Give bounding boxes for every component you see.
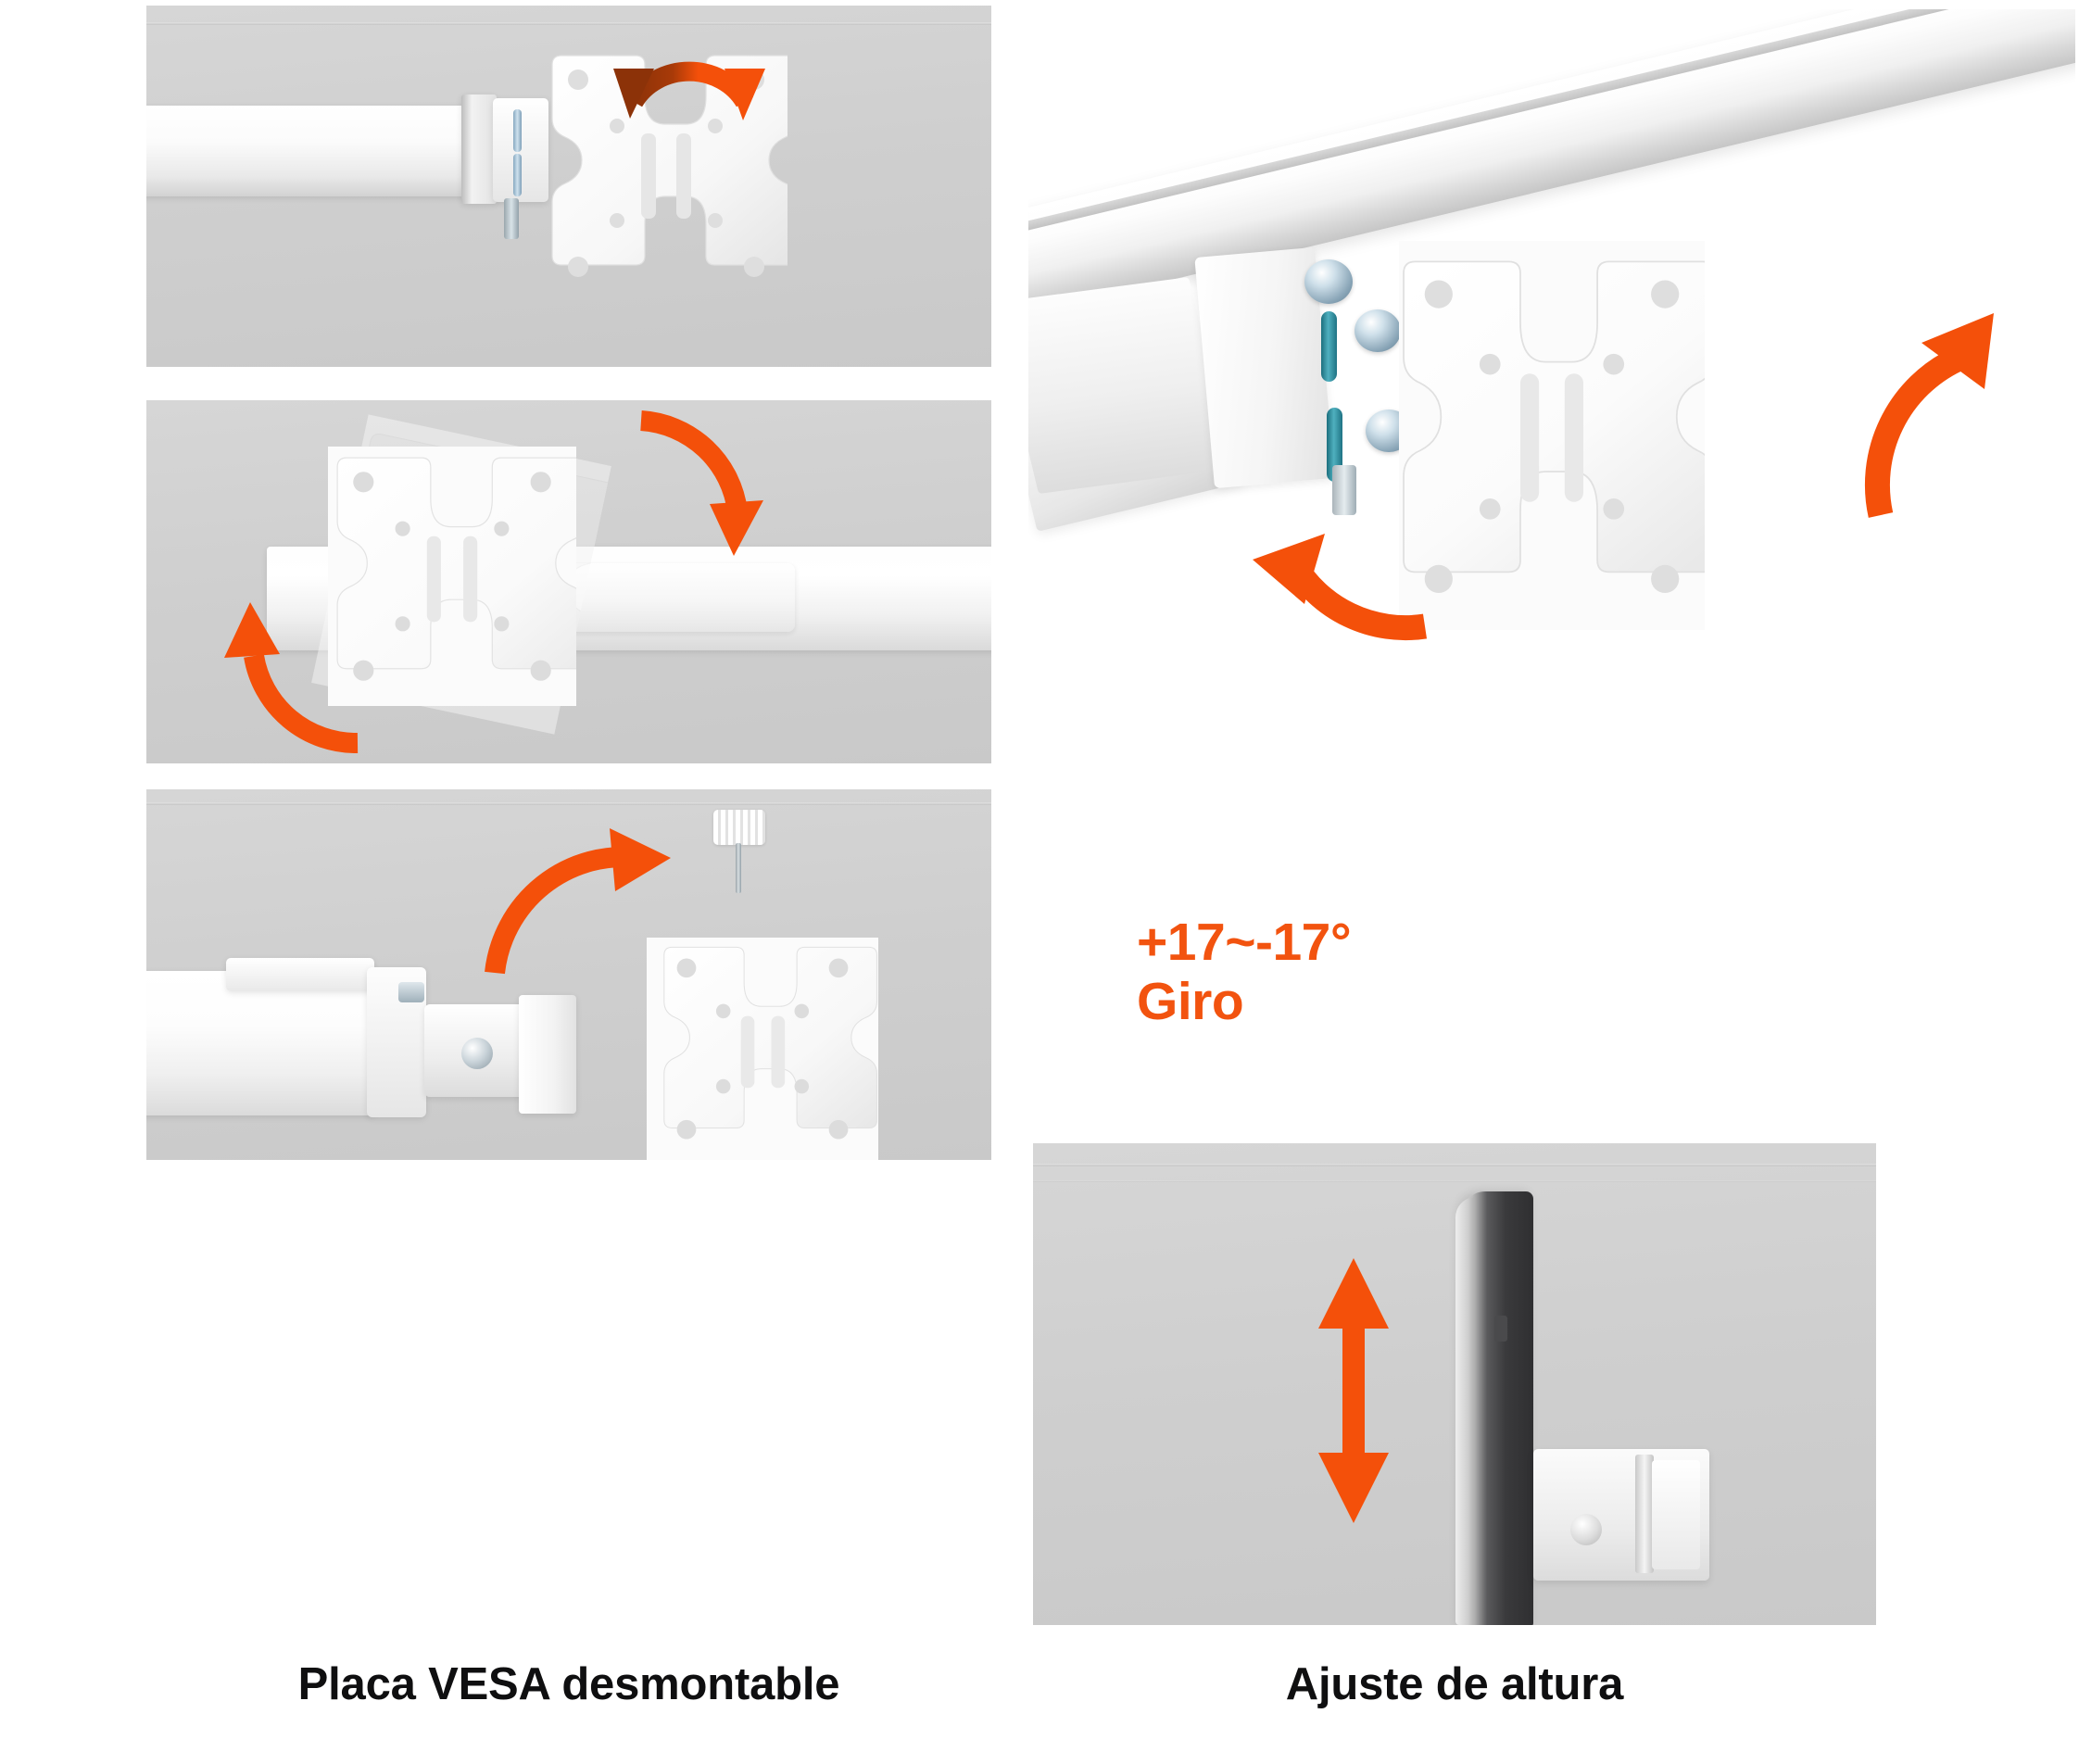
tilt-double-arrow-icon (613, 61, 765, 120)
vesa-plate-hero (1399, 241, 1705, 630)
rotate-clockwise-arrow-icon (640, 410, 763, 556)
swivel-spec-text: +17~-17°Giro (1137, 913, 1352, 1032)
pivot-bolt (461, 1038, 493, 1069)
tilt-joint-block (461, 94, 497, 204)
height-adjust-panel (1033, 1143, 1876, 1625)
alignment-pin-lower (1327, 408, 1342, 482)
vesa-plate-shape (663, 946, 877, 1140)
wall-trim-line (146, 22, 991, 25)
vesa-plate (328, 447, 576, 706)
alignment-pin-upper (1321, 311, 1337, 382)
hinge-screw-top (398, 982, 424, 1002)
vesa-plate-tilt-panel (146, 6, 991, 367)
mount-clamp-plate (1652, 1460, 1700, 1569)
monitor-port-slot (1494, 1316, 1507, 1342)
arm-bar-top-plate (226, 958, 374, 991)
rotate-counterclockwise-arrow-icon (224, 602, 359, 754)
wall-trim-line (146, 802, 991, 805)
pivot-pin-lower (513, 154, 522, 196)
lock-lever (1332, 465, 1356, 515)
panel-background (1033, 1143, 1876, 1625)
wall-trim-line (1033, 1164, 1876, 1166)
thumb-screw-shaft (736, 843, 741, 893)
mount-knob (1570, 1514, 1602, 1545)
swivel-label: Giro (1137, 971, 1244, 1031)
swivel-right-arrow-icon (1864, 313, 1994, 518)
swivel-hero-panel (1028, 9, 2075, 899)
caption-height-adjust: Ajuste de altura (1285, 1659, 1624, 1709)
swivel-left-arrow-icon (1253, 534, 1428, 641)
screw-mid-zinc (1354, 309, 1401, 352)
arm-bar (146, 106, 482, 196)
monitor-bezel-edge (1455, 1197, 1476, 1625)
vesa-plate-detached (647, 938, 878, 1160)
height-double-arrow-icon (1318, 1258, 1389, 1523)
joint-screw (504, 198, 519, 239)
wall-trim-line-secondary (1033, 1180, 1876, 1182)
mount-slider-rail (1635, 1455, 1654, 1573)
detach-arrow-icon (485, 828, 671, 975)
swivel-angle-value: +17~-17° (1137, 913, 1352, 972)
pivot-pin-upper (513, 109, 522, 152)
mount-hook (519, 995, 576, 1114)
caption-vesa-detachable: Placa VESA desmontable (297, 1659, 840, 1709)
vesa-plate-shape (336, 457, 576, 681)
arm-bar (146, 971, 374, 1115)
thumb-screw (713, 810, 765, 845)
screw-top-zinc (1304, 259, 1353, 304)
vesa-plate-rotation-panel (146, 400, 991, 763)
vesa-plate-shape (1403, 260, 1705, 594)
vesa-plate-detach-panel (146, 789, 991, 1160)
